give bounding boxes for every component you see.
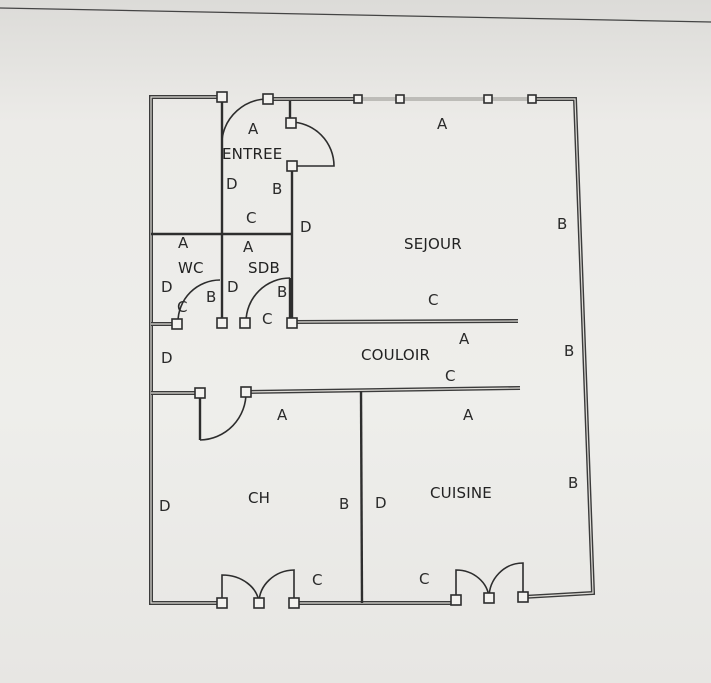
wall-label: A	[459, 330, 470, 348]
wall-label: A	[437, 115, 448, 133]
wall-label: A	[463, 406, 474, 424]
wall-label: A	[243, 238, 254, 256]
wall-label: A	[248, 120, 259, 138]
wall-label: B	[339, 495, 349, 513]
wall-label: D	[161, 278, 173, 296]
wall-label: C	[177, 298, 187, 316]
room-label-sejour: SEJOUR	[404, 235, 462, 253]
wall-label: D	[227, 278, 239, 296]
wall-label: C	[246, 209, 256, 227]
wall-label: B	[568, 474, 578, 492]
wall-label: C	[312, 571, 322, 589]
wall-label: D	[226, 175, 238, 193]
room-label-cuisine: CUISINE	[430, 484, 492, 502]
wall-nodes	[171, 91, 529, 609]
wall-label: B	[272, 180, 282, 198]
room-label-wc: WC	[178, 259, 204, 277]
wall-label: D	[159, 497, 171, 515]
room-label-couloir: COULOIR	[361, 346, 430, 364]
wall-label: D	[375, 494, 387, 512]
wall-label: B	[557, 215, 567, 233]
wall-label: C	[428, 291, 438, 309]
wall-label: A	[178, 234, 189, 252]
wall-label: B	[564, 342, 574, 360]
wall-label: B	[277, 283, 287, 301]
windows	[353, 94, 537, 104]
wall-label: D	[161, 349, 173, 367]
wall-label: C	[419, 570, 429, 588]
wall-label: C	[445, 367, 455, 385]
wall-label: C	[262, 310, 272, 328]
wall-label: D	[300, 218, 312, 236]
wall-label: B	[206, 288, 216, 306]
room-label-ch: CH	[248, 489, 270, 507]
room-label-sdb: SDB	[248, 259, 280, 277]
paper-edge	[0, 7, 711, 23]
wall-label: A	[277, 406, 288, 424]
interior-walls	[151, 101, 521, 604]
room-label-entree: ENTREE	[222, 145, 282, 163]
